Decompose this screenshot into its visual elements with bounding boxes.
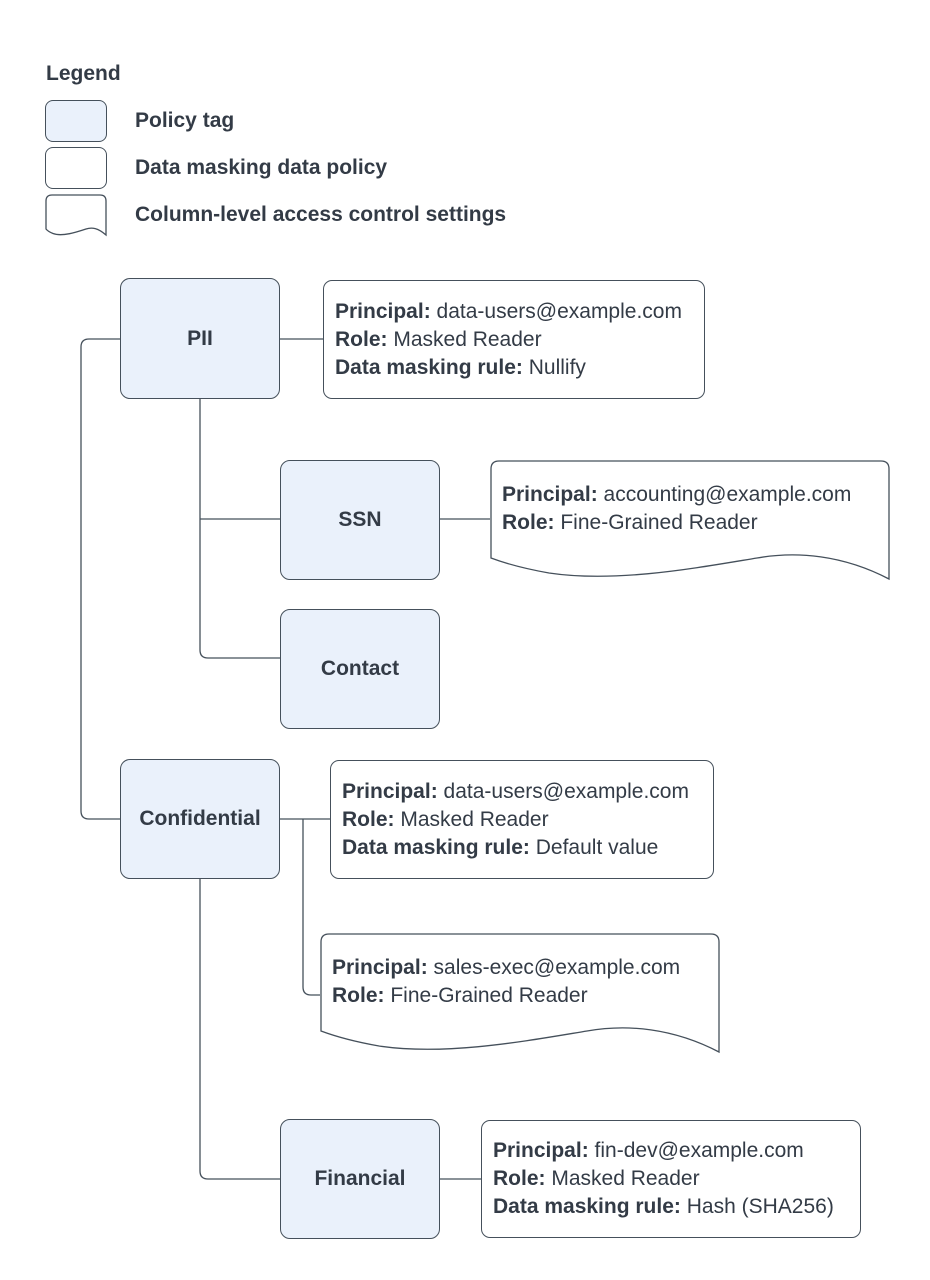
field-label: Data masking rule: xyxy=(335,355,523,379)
field-label: Principal: xyxy=(335,299,431,323)
policy-line: Data masking rule: Default value xyxy=(342,834,702,862)
field-value: Fine-Grained Reader xyxy=(390,983,588,1007)
field-label: Role: xyxy=(332,983,385,1007)
field-label: Role: xyxy=(342,807,395,831)
policy-line: Role: Masked Reader xyxy=(342,806,702,834)
field-value: Fine-Grained Reader xyxy=(560,510,758,534)
field-label: Data masking rule: xyxy=(493,1195,681,1218)
tag-label: Contact xyxy=(320,657,400,680)
connector-confidential-to-financial xyxy=(199,879,280,1180)
policy-tag-pii: PII xyxy=(120,278,280,399)
field-label: Principal: xyxy=(342,779,438,803)
field-label: Role: xyxy=(493,1167,546,1190)
masking-policy-card-pii: Principal: data-users@example.com Role: … xyxy=(323,280,705,399)
policy-tag-ssn: SSN xyxy=(280,460,440,580)
access-settings-card-ssn: Principal: accounting@example.com Role: … xyxy=(490,460,890,581)
policy-line: Principal: data-users@example.com xyxy=(335,298,693,326)
access-settings-card-confidential: Principal: sales-exec@example.com Role: … xyxy=(320,933,720,1054)
field-value: fin-dev@example.com xyxy=(594,1139,804,1162)
field-value: data-users@example.com xyxy=(443,779,689,803)
policy-line: Data masking rule: Nullify xyxy=(335,354,693,382)
tag-label: SSN xyxy=(338,508,382,531)
connector-pii-to-contact xyxy=(199,399,280,659)
field-label: Role: xyxy=(502,510,555,534)
policy-tag-contact: Contact xyxy=(280,609,440,729)
field-value: Default value xyxy=(535,835,659,859)
field-value: Masked Reader xyxy=(400,807,549,831)
field-label: Data masking rule: xyxy=(342,835,530,859)
data-policy-swatch xyxy=(45,147,107,189)
connector-confidential-to-access xyxy=(302,819,320,996)
policy-line: Role: Masked Reader xyxy=(335,326,693,354)
policy-line: Role: Fine-Grained Reader xyxy=(332,982,708,1010)
connector-trunk-pii-confidential xyxy=(80,338,120,820)
legend-label: Policy tag xyxy=(135,109,235,132)
policy-tag-financial: Financial xyxy=(280,1119,440,1239)
legend-label: Column-level access control settings xyxy=(135,203,507,226)
field-value: data-users@example.com xyxy=(436,299,682,323)
policy-line: Role: Fine-Grained Reader xyxy=(502,509,878,537)
policy-line: Principal: data-users@example.com xyxy=(342,778,702,806)
masking-policy-card-financial: Principal: fin-dev@example.com Role: Mas… xyxy=(481,1120,861,1238)
document-swatch xyxy=(45,194,107,237)
field-value: Masked Reader xyxy=(551,1167,700,1190)
tag-label: Confidential xyxy=(139,807,261,830)
policy-line: Data masking rule: Hash (SHA256) xyxy=(493,1193,849,1221)
field-value: sales-exec@example.com xyxy=(433,955,681,979)
field-label: Principal: xyxy=(332,955,428,979)
field-value: accounting@example.com xyxy=(603,482,852,506)
legend-title: Legend xyxy=(46,62,121,85)
field-value: Nullify xyxy=(528,355,586,379)
policy-line: Principal: accounting@example.com xyxy=(502,481,878,509)
field-label: Role: xyxy=(335,327,388,351)
tag-label: Financial xyxy=(314,1167,406,1190)
field-value: Hash (SHA256) xyxy=(686,1195,834,1218)
policy-line: Role: Masked Reader xyxy=(493,1165,849,1193)
policy-line: Principal: sales-exec@example.com xyxy=(332,954,708,982)
field-label: Principal: xyxy=(502,482,598,506)
field-value: Masked Reader xyxy=(393,327,542,351)
policy-tag-confidential: Confidential xyxy=(120,759,280,879)
field-label: Principal: xyxy=(493,1139,589,1162)
tag-label: PII xyxy=(187,326,213,350)
policy-line: Principal: fin-dev@example.com xyxy=(493,1137,849,1165)
masking-policy-card-confidential: Principal: data-users@example.com Role: … xyxy=(330,760,714,879)
policy-tag-swatch xyxy=(45,100,107,142)
legend-label: Data masking data policy xyxy=(135,156,388,179)
